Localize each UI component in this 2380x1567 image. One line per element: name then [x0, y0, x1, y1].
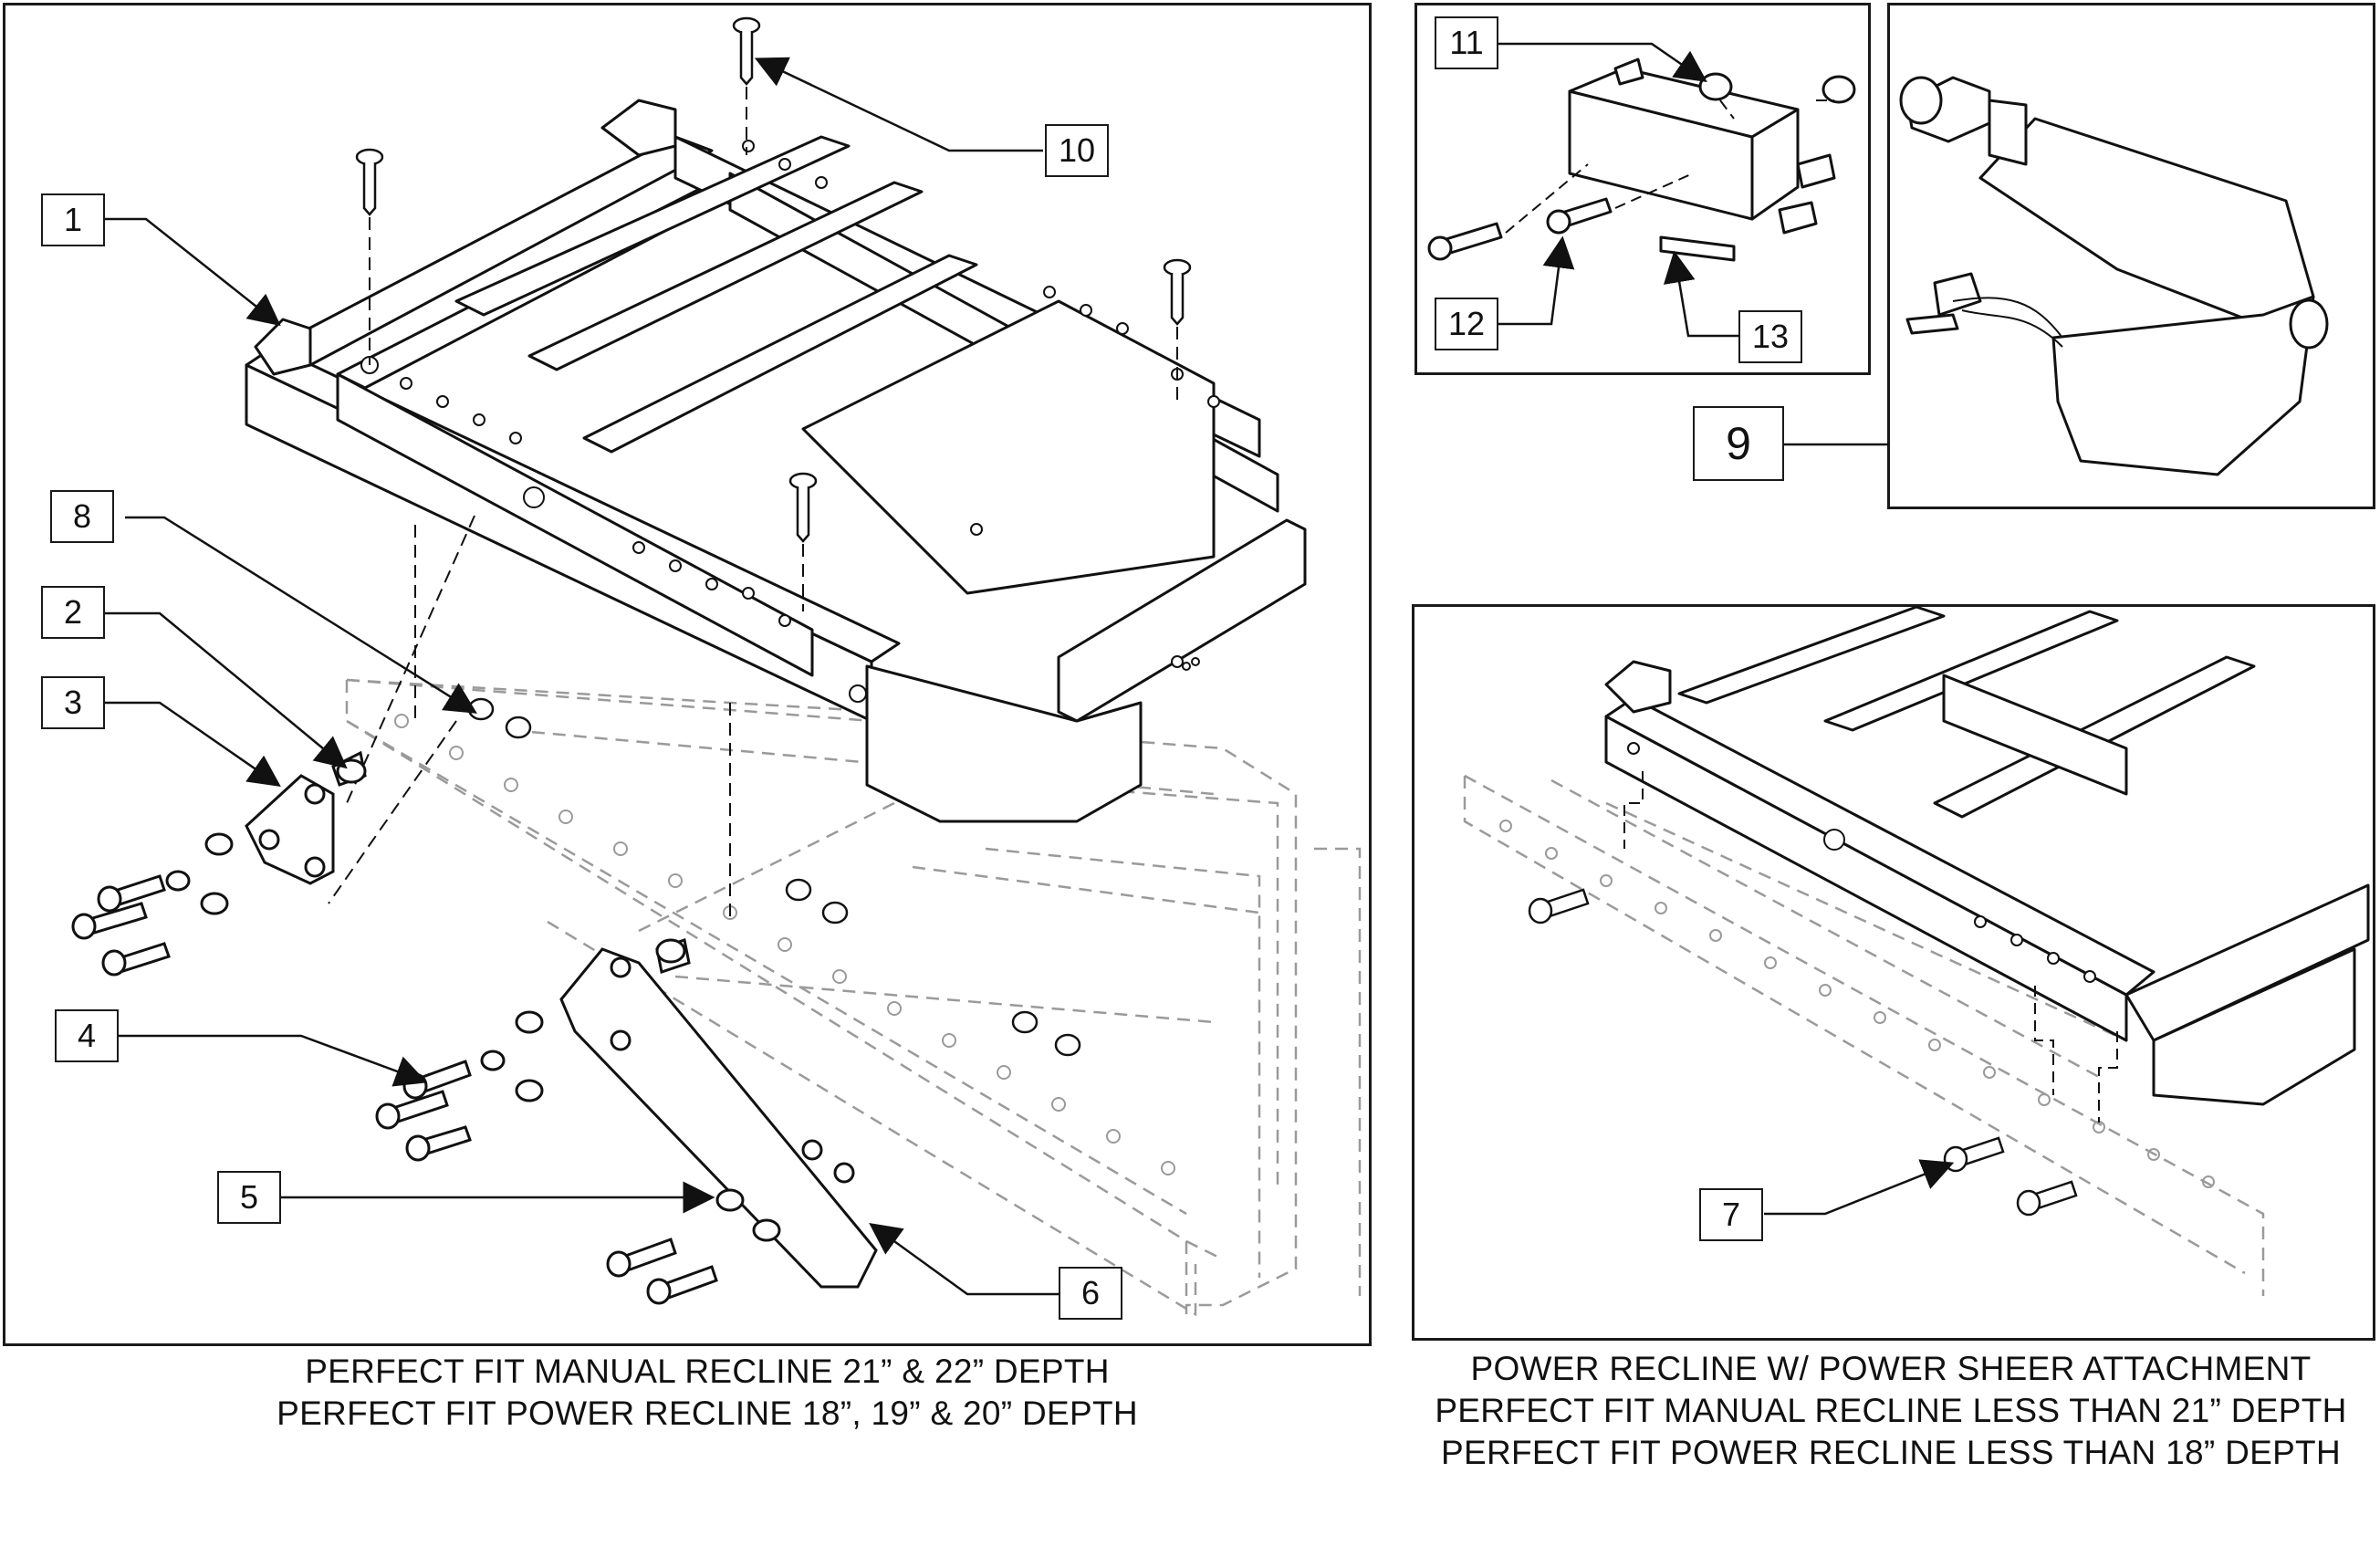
- rail-holes: [360, 140, 1220, 703]
- callout-3: 3: [41, 676, 105, 729]
- callout-6: 6: [1059, 1267, 1122, 1320]
- top-screws: [355, 16, 1192, 543]
- callout-9: 9: [1693, 406, 1784, 481]
- rear-bracket-assembly: [71, 750, 367, 977]
- left-caption-line-2: PERFECT FIT POWER RECLINE 18”, 19” & 20”…: [277, 1395, 1138, 1432]
- left-caption-line-1: PERFECT FIT MANUAL RECLINE 21” & 22” DEP…: [305, 1353, 1110, 1390]
- front-bracket-assembly: [375, 938, 878, 1305]
- callout-4: 4: [55, 1009, 119, 1062]
- sheer-bolts: [1528, 888, 2078, 1217]
- callout-13: 13: [1738, 310, 1802, 363]
- left-caption: PERFECT FIT MANUAL RECLINE 21” & 22” DEP…: [183, 1351, 1232, 1435]
- callout-1: 1: [41, 193, 105, 246]
- callout-7: 7: [1699, 1188, 1763, 1241]
- ghost-rail-holes: [394, 714, 1175, 1175]
- sheer-rail-holes: [1499, 820, 2215, 1188]
- callout-2: 2: [41, 586, 105, 639]
- leader-lines: [103, 57, 1059, 1296]
- main-assembly-panel: [3, 3, 1372, 1346]
- callout-12: 12: [1435, 298, 1498, 350]
- right-caption-line-3: PERFECT FIT POWER RECLINE LESS THAN 18” …: [1441, 1434, 2341, 1471]
- actuator-drawing: [1899, 76, 2329, 476]
- right-caption-line-2: PERFECT FIT MANUAL RECLINE LESS THAN 21”…: [1435, 1392, 2347, 1429]
- sheer-seat-frame: [1604, 605, 2370, 1106]
- callout-8: 8: [50, 490, 114, 543]
- callout-11: 11: [1435, 16, 1498, 69]
- ghost-seat-frame: [345, 678, 1362, 1317]
- switch-detail-panel: [1414, 3, 1871, 375]
- right-caption: POWER RECLINE W/ POWER SHEER ATTACHMENT …: [1405, 1348, 2376, 1474]
- screw-center-lines: [328, 87, 1178, 922]
- right-caption-line-1: POWER RECLINE W/ POWER SHEER ATTACHMENT: [1470, 1350, 2312, 1387]
- ghost-rail-sheer: [1463, 774, 2265, 1296]
- micro-switch-drawing: [1427, 57, 1856, 262]
- recline-seat-frame: [245, 99, 1307, 823]
- power-sheer-panel: [1412, 604, 2375, 1341]
- callout-5: 5: [217, 1171, 281, 1224]
- callout-10: 10: [1045, 124, 1109, 177]
- actuator-detail-panel: [1887, 3, 2375, 509]
